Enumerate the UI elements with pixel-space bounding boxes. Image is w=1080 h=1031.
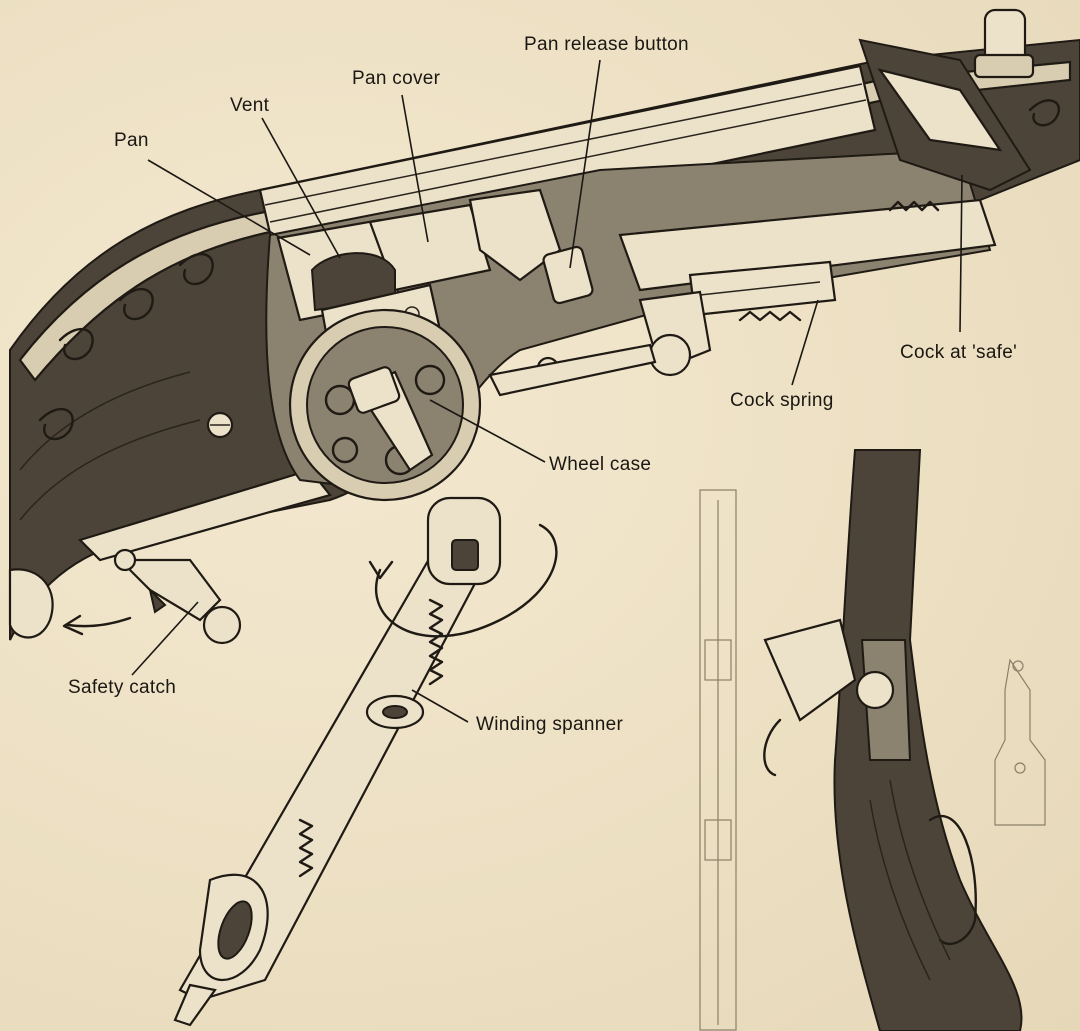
label-pan-cover: Pan cover (352, 68, 441, 89)
cock-mechanism (468, 8, 1035, 397)
leader-lines (131, 59, 963, 723)
ramrod-sketch (699, 489, 737, 1031)
wheel-case (288, 308, 482, 502)
winding-spanner (173, 496, 558, 1027)
full-gun-inset (763, 449, 1023, 1031)
label-safety-catch: Safety catch (68, 677, 177, 698)
label-winding-spanner: Winding spanner (476, 714, 624, 735)
label-cock-at-safe: Cock at 'safe' (900, 342, 1018, 363)
label-pan: Pan (114, 130, 149, 151)
cartridge-sketch (994, 658, 1046, 826)
label-pan-release-button: Pan release button (524, 34, 689, 55)
label-wheel-case: Wheel case (549, 454, 652, 475)
label-cock-spring: Cock spring (730, 390, 834, 411)
label-vent: Vent (230, 95, 270, 116)
